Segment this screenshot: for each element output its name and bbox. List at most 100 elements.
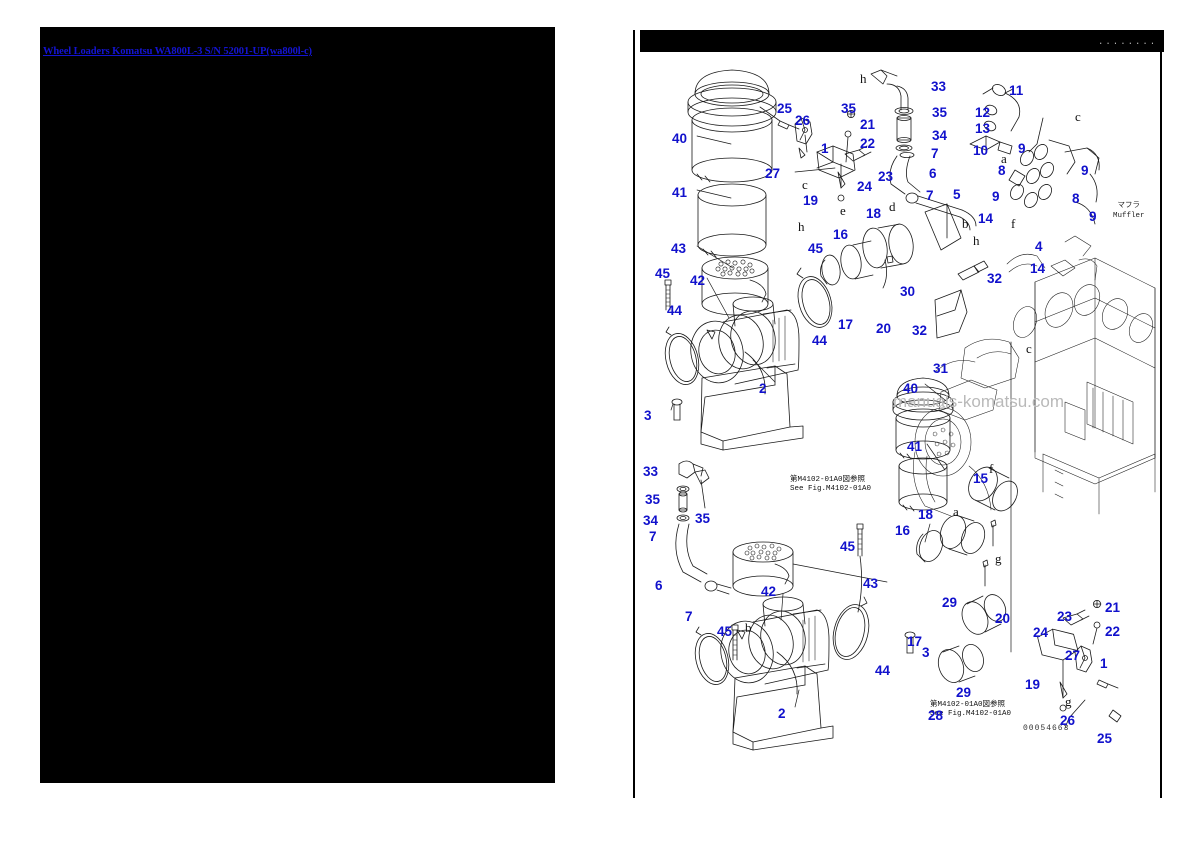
part-callout-5: 5 <box>953 187 961 202</box>
figure-note: 第M4102-01A0図参照 See Fig.M4102-01A0 <box>930 701 1011 720</box>
part-callout-13: 13 <box>975 121 991 136</box>
part-callout-26: 26 <box>1060 713 1076 728</box>
exploded-parts-diagram: manuals-komatsu.com マフラ Muffler 第M4102-0… <box>635 52 1160 752</box>
part-callout-8: 8 <box>998 163 1006 178</box>
part-callout-22: 22 <box>860 136 876 151</box>
letter-ref-f: f <box>1011 216 1016 231</box>
letter-ref-a: a <box>1001 151 1007 166</box>
part-callout-10: 10 <box>973 143 989 158</box>
part-callout-6: 6 <box>655 578 663 593</box>
part-callout-22: 22 <box>1105 624 1121 639</box>
part-callout-24: 24 <box>1033 625 1049 640</box>
part-callout-35: 35 <box>695 511 711 526</box>
header-dots: .......... <box>1098 41 1158 44</box>
letter-ref-g: g <box>1065 694 1072 709</box>
letter-ref-c: c <box>802 177 808 192</box>
figure-note-english: See Fig.M4102-01A0 <box>930 710 1012 719</box>
part-callout-19: 19 <box>803 193 819 208</box>
part-callout-18: 18 <box>866 206 882 221</box>
part-callout-32: 32 <box>912 323 928 338</box>
part-callout-4: 4 <box>1035 239 1043 254</box>
part-callout-34: 34 <box>643 513 659 528</box>
parts-catalog-page: .......... <box>633 30 1164 798</box>
document-title-link[interactable]: Wheel Loaders Komatsu WA800L-3 S/N 52001… <box>43 46 312 57</box>
diagram-linework <box>664 69 1156 751</box>
part-callout-45: 45 <box>717 624 733 639</box>
part-callout-41: 41 <box>672 185 688 200</box>
part-callout-8: 8 <box>1072 191 1080 206</box>
part-callout-12: 12 <box>975 105 991 120</box>
figure-note-japanese: 第M4102-01A0図参照 <box>930 701 1006 709</box>
part-callout-40: 40 <box>672 131 688 146</box>
part-callout-29: 29 <box>956 685 972 700</box>
part-callout-35: 35 <box>645 492 661 507</box>
part-callout-1: 1 <box>821 141 829 156</box>
part-callout-45: 45 <box>840 539 856 554</box>
part-callout-43: 43 <box>671 241 687 256</box>
part-callout-28: 28 <box>928 708 944 723</box>
part-callout-6: 6 <box>929 166 937 181</box>
part-callout-7: 7 <box>931 146 939 161</box>
part-callout-3: 3 <box>644 408 652 423</box>
part-callout-35: 35 <box>841 101 857 116</box>
part-callout-19: 19 <box>1025 677 1041 692</box>
part-callout-33: 33 <box>931 79 947 94</box>
part-callout-43: 43 <box>863 576 879 591</box>
part-callout-18: 18 <box>918 507 934 522</box>
part-callout-23: 23 <box>1057 609 1073 624</box>
part-callout-42: 42 <box>690 273 706 288</box>
letter-ref-c: c <box>1075 109 1081 124</box>
part-callout-20: 20 <box>876 321 892 336</box>
part-callout-9: 9 <box>1081 163 1089 178</box>
part-callout-45: 45 <box>808 241 824 256</box>
part-callout-9: 9 <box>992 189 1000 204</box>
part-callout-34: 34 <box>932 128 948 143</box>
part-callout-9: 9 <box>1018 141 1026 156</box>
letter-ref-a: a <box>953 504 959 519</box>
part-callout-25: 25 <box>1097 731 1113 746</box>
letter-ref-c: c <box>1026 341 1032 356</box>
section-label-japanese: マフラ <box>1117 202 1141 210</box>
letter-ref-f: f <box>989 461 994 476</box>
part-callout-25: 25 <box>777 101 793 116</box>
part-callout-7: 7 <box>926 188 934 203</box>
part-callout-17: 17 <box>838 317 854 332</box>
part-callout-7: 7 <box>649 529 657 544</box>
part-callout-16: 16 <box>833 227 849 242</box>
part-callout-31: 31 <box>933 361 949 376</box>
part-callout-27: 27 <box>1065 648 1081 663</box>
part-callout-21: 21 <box>1105 600 1121 615</box>
part-callout-32: 32 <box>987 271 1003 286</box>
part-callout-40: 40 <box>903 381 919 396</box>
document-preview-panel: Wheel Loaders Komatsu WA800L-3 S/N 52001… <box>40 27 555 783</box>
part-callout-44: 44 <box>812 333 828 348</box>
part-callout-29: 29 <box>942 595 958 610</box>
figure-note-japanese: 第M4102-01A0図参照 <box>790 476 866 484</box>
letter-ref-h: h <box>798 219 805 234</box>
letter-ref-b: b <box>745 620 752 635</box>
part-callout-2: 2 <box>778 706 786 721</box>
part-callout-41: 41 <box>907 439 923 454</box>
section-label-english: Muffler <box>1113 211 1145 220</box>
part-callout-7: 7 <box>685 609 693 624</box>
part-callout-9: 9 <box>1089 209 1097 224</box>
part-callout-20: 20 <box>995 611 1011 626</box>
letter-ref-g: g <box>995 551 1002 566</box>
figure-note-english: See Fig.M4102-01A0 <box>790 485 872 494</box>
letter-ref-e: e <box>840 203 846 218</box>
part-callout-14: 14 <box>978 211 994 226</box>
section-label: マフラ Muffler <box>1113 202 1145 222</box>
part-callout-44: 44 <box>667 303 683 318</box>
part-callout-24: 24 <box>857 179 873 194</box>
part-callout-23: 23 <box>878 169 894 184</box>
letter-ref-b: b <box>962 216 969 231</box>
part-callout-33: 33 <box>643 464 659 479</box>
part-callout-16: 16 <box>895 523 911 538</box>
part-callout-44: 44 <box>875 663 891 678</box>
part-callout-26: 26 <box>795 113 811 128</box>
part-callout-11: 11 <box>1009 83 1024 98</box>
catalog-header-bar: .......... <box>640 30 1164 52</box>
part-callout-21: 21 <box>860 117 876 132</box>
letter-ref-d: d <box>889 199 896 214</box>
part-callout-35: 35 <box>932 105 948 120</box>
